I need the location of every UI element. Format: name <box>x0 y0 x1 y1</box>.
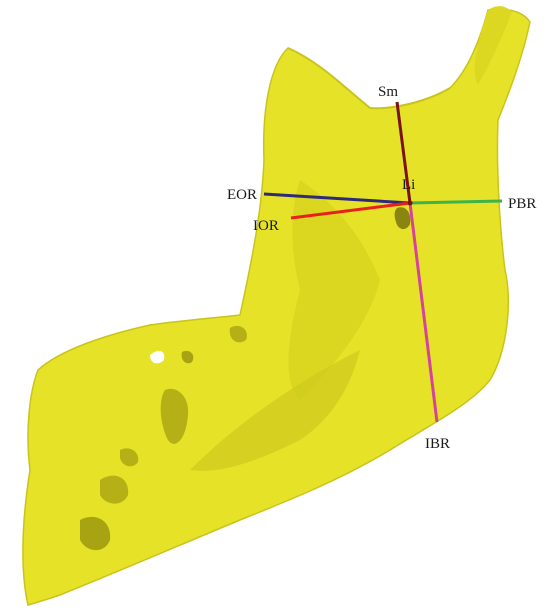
label-ibr: IBR <box>425 436 450 452</box>
line-pbr <box>410 201 502 203</box>
label-pbr: PBR <box>508 196 536 212</box>
landmark-li-point <box>408 201 413 206</box>
mandible-bone <box>23 6 530 605</box>
mandible-body <box>23 9 530 605</box>
label-sm: Sm <box>378 84 398 100</box>
label-li: Li <box>402 177 415 193</box>
label-eor: EOR <box>227 187 257 203</box>
label-ior: IOR <box>253 218 279 234</box>
